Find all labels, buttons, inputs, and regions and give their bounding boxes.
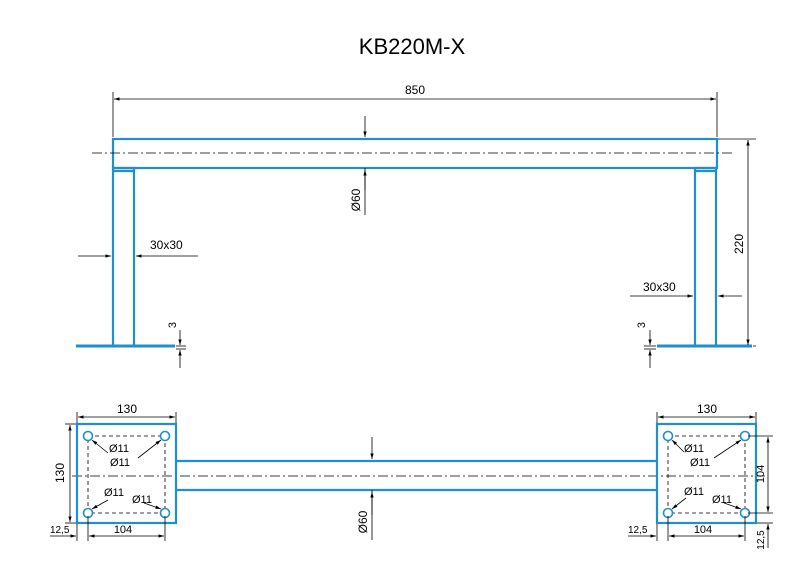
drawing-title: KB220M-X	[359, 34, 466, 59]
length-dimension-label: 850	[405, 83, 425, 97]
left-post-size-label: 30x30	[150, 238, 183, 252]
right-post-size-label: 30x30	[643, 280, 676, 294]
left-width-label: 130	[117, 402, 137, 416]
right-hole-label-br: Ø11	[712, 494, 732, 506]
left-hole-label-tl: Ø11	[109, 443, 129, 455]
right-hole-leader-bl	[671, 497, 687, 510]
left-hole-label-tr: Ø11	[110, 457, 130, 469]
right-plate	[655, 422, 758, 525]
right-hole-spacing-label: 104	[694, 524, 712, 536]
left-hole-leader-tl	[91, 439, 109, 454]
right-hole-leader-br	[723, 502, 742, 510]
right-hole-tl	[662, 430, 674, 442]
left-plate-thickness-label: 3	[167, 322, 179, 328]
right-bolt-pattern	[667, 435, 746, 514]
right-width-label: 130	[697, 402, 717, 416]
left-bolt-pattern	[87, 435, 166, 514]
left-plate	[75, 422, 178, 525]
right-hole-label-tr: Ø11	[690, 457, 710, 469]
left-hole-leader-tr	[137, 439, 162, 459]
left-hole-leader-br	[143, 502, 162, 510]
left-hole-tr	[159, 430, 171, 442]
right-edge-offset-label: 12,5	[628, 525, 648, 536]
left-hole-tl	[82, 430, 94, 442]
pipe-diameter-label: Ø60	[349, 188, 363, 211]
height-dimension-label: 220	[732, 234, 746, 254]
right-hole-leader-tl	[671, 439, 685, 453]
left-height-label: 130	[53, 463, 67, 483]
left-edge-offset-label: 12,5	[50, 525, 70, 536]
right-hole-label-bl: Ø11	[684, 486, 704, 498]
right-post	[693, 166, 718, 348]
top-pipe-diameter-label: Ø60	[356, 510, 370, 533]
left-hole-spacing-label: 104	[114, 524, 132, 536]
right-hole-leader-tr	[713, 439, 742, 459]
left-hole-label-bl: Ø11	[104, 487, 124, 499]
right-vert-spacing-label: 104	[755, 465, 767, 483]
right-plate-thickness-label: 3	[636, 322, 648, 328]
top-view: Ø60 Ø11 Ø11 Ø11 Ø11 130 130 104 1	[50, 402, 773, 550]
horizontal-pipe	[111, 137, 719, 170]
left-hole-label-br: Ø11	[132, 494, 152, 506]
right-hole-label-tl: Ø11	[684, 443, 704, 455]
front-view: 850 Ø60 30x30 3 30x30	[76, 83, 756, 368]
left-post	[111, 166, 136, 348]
left-hole-leader-bl	[91, 499, 109, 510]
right-vert-offset-label: 12,5	[756, 530, 767, 550]
